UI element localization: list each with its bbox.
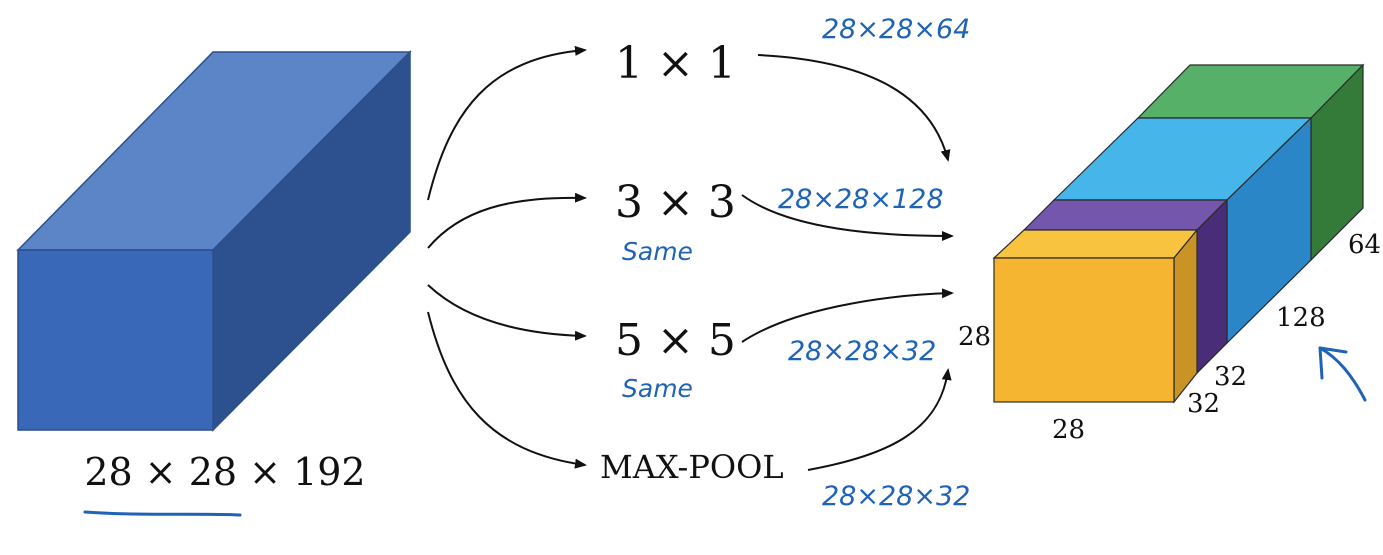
purple-top-face xyxy=(1022,199,1229,231)
yellow-top-face xyxy=(992,229,1199,259)
arrow-from-1x1 xyxy=(757,54,951,162)
yellow-side-face xyxy=(1173,228,1198,404)
arrow-to-5x5 xyxy=(427,284,587,341)
depth-label-yellow: 32 xyxy=(1187,389,1220,419)
op-label-1x1: 1 × 1 xyxy=(615,38,736,89)
input-volume xyxy=(16,50,412,432)
output-volume xyxy=(992,63,1365,404)
output-note-5x5: 28×28×32 xyxy=(788,336,936,367)
depth-label-purple: 32 xyxy=(1214,362,1247,392)
depth-label-blue: 128 xyxy=(1276,303,1326,333)
block-32-yellow xyxy=(992,228,1199,404)
op-label-5x5: 5 × 5 xyxy=(615,315,736,366)
op-note-3x3: Same xyxy=(622,237,693,266)
purple-side-face xyxy=(1196,198,1228,375)
op-note-5x5: Same xyxy=(622,374,693,403)
arrow-from-3x3 xyxy=(741,194,954,241)
branch-arrows xyxy=(427,45,587,469)
input-volume-front-face xyxy=(17,249,214,431)
output-arrows xyxy=(741,54,954,471)
output-note-maxpool: 28×28×32 xyxy=(822,481,970,512)
input-label-underline xyxy=(83,510,242,517)
handwritten-pointer-arrow xyxy=(1318,346,1367,402)
yellow-front-face xyxy=(993,257,1175,403)
arrow-to-3x3 xyxy=(427,192,587,249)
op-label-maxpool: MAX-POOL xyxy=(600,448,784,486)
output-height-label: 28 xyxy=(958,322,991,352)
arrow-from-5x5 xyxy=(741,288,954,343)
arrow-from-maxpool xyxy=(807,368,952,471)
depth-label-green: 64 xyxy=(1348,230,1381,260)
arrow-to-1x1 xyxy=(427,45,587,201)
block-32-purple xyxy=(1022,198,1229,375)
output-note-1x1: 28×28×64 xyxy=(822,14,970,45)
output-note-3x3: 28×28×128 xyxy=(778,184,944,215)
output-width-label: 28 xyxy=(1052,415,1085,445)
arrow-to-maxpool xyxy=(427,311,587,469)
op-label-3x3: 3 × 3 xyxy=(615,177,736,228)
input-dimension-label: 28 × 28 × 192 xyxy=(84,450,365,494)
